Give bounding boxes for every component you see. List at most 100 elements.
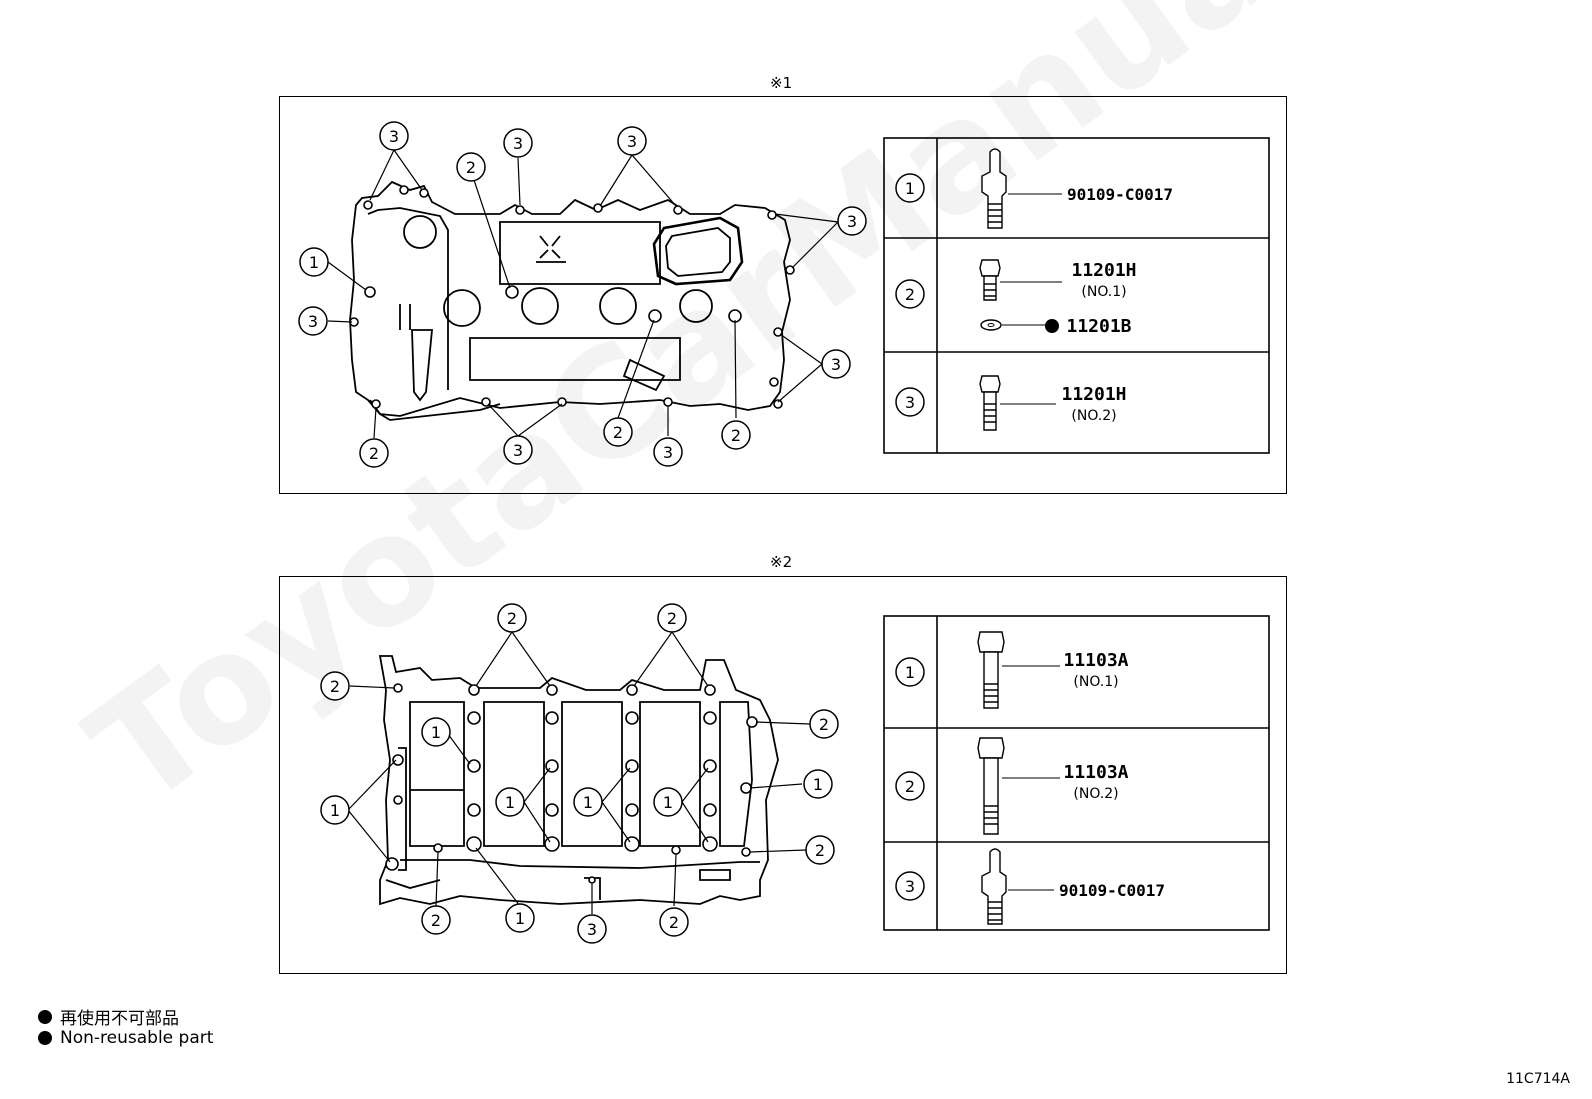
section2-leader-lines xyxy=(347,631,811,914)
section2-parts-table xyxy=(883,615,1270,931)
callout-label: 2 xyxy=(731,426,741,445)
callout: 3 xyxy=(577,914,607,944)
long-bolt-icon xyxy=(977,631,1005,709)
row-index: 2 xyxy=(905,777,915,796)
callout: 1 xyxy=(573,787,603,817)
callout-label: 1 xyxy=(431,723,441,742)
callout-label: 2 xyxy=(815,841,825,860)
part-number: 11103A xyxy=(1063,650,1128,671)
table-row-1: 1 11103A (NO.1) xyxy=(895,631,1129,709)
callout: 1 xyxy=(653,787,683,817)
part-number: 11201B xyxy=(1066,316,1131,337)
stud-bolt-icon xyxy=(981,848,1007,925)
callout: 2 xyxy=(421,905,451,935)
callout: 2 xyxy=(721,420,751,450)
callout: 3 xyxy=(821,349,851,379)
table-row-2: 2 11201H (NO.1) 11201B xyxy=(895,259,1137,337)
bolt-icon xyxy=(979,259,1001,301)
callout-label: 3 xyxy=(847,212,857,231)
callout-label: 3 xyxy=(308,312,318,331)
callout: 1 xyxy=(421,717,451,747)
callout-label: 3 xyxy=(663,443,673,462)
callout-label: 1 xyxy=(505,793,515,812)
part-number: 11103A xyxy=(1063,762,1128,783)
table-row-1: 1 90109-C0017 xyxy=(895,148,1173,229)
section1-callouts: 3 3 3 2 3 1 3 3 2 2 2 3 3 xyxy=(298,121,867,468)
callout-label: 3 xyxy=(513,441,523,460)
section1-table-content: 1 90109-C0017 2 11201H (NO.1) 11201B xyxy=(895,148,1173,431)
callout-label: 1 xyxy=(663,793,673,812)
callout-label: 3 xyxy=(627,132,637,151)
non-reusable-dot-icon xyxy=(38,1009,52,1024)
callout-label: 1 xyxy=(309,253,319,272)
callout: 2 xyxy=(497,603,527,633)
cylinder-head-cover-drawing xyxy=(349,180,791,421)
callout: 2 xyxy=(657,603,687,633)
callout: 2 xyxy=(603,417,633,447)
table-row-3: 3 90109-C0017 xyxy=(895,848,1165,925)
cylinder-block-drawing xyxy=(378,655,779,906)
callout-label: 2 xyxy=(669,913,679,932)
callout: 2 xyxy=(320,671,350,701)
callout-label: 2 xyxy=(330,677,340,696)
legend-text-jp: 再使用不可部品 xyxy=(60,1009,179,1029)
row-index: 1 xyxy=(905,179,915,198)
non-reusable-dot-icon xyxy=(38,1031,52,1045)
callout: 3 xyxy=(379,121,409,151)
part-number: 11201H xyxy=(1071,260,1136,281)
cover-bolt-holes xyxy=(349,185,795,409)
part-number: 90109-C0017 xyxy=(1067,185,1173,204)
callout: 2 xyxy=(805,835,835,865)
callout-label: 2 xyxy=(369,444,379,463)
callout: 1 xyxy=(803,769,833,799)
bolt-icon xyxy=(979,375,1001,431)
callout: 1 xyxy=(495,787,525,817)
row-index: 2 xyxy=(905,285,915,304)
long-bolt-icon xyxy=(977,737,1005,835)
callout: 1 xyxy=(299,247,329,277)
callout-label: 1 xyxy=(330,801,340,820)
callout: 2 xyxy=(359,438,389,468)
non-reusable-dot-icon xyxy=(1045,319,1059,333)
callout: 2 xyxy=(659,907,689,937)
section2-mark: ※2 xyxy=(770,553,793,571)
callout-label: 3 xyxy=(587,920,597,939)
part-sub: (NO.2) xyxy=(1073,786,1118,802)
callout: 3 xyxy=(298,306,328,336)
part-sub: (NO.1) xyxy=(1081,284,1126,300)
callout-label: 2 xyxy=(466,158,476,177)
callout-label: 3 xyxy=(513,134,523,153)
callout: 3 xyxy=(503,435,533,465)
legend-english: Non-reusable part xyxy=(38,1028,213,1048)
section1-parts-table xyxy=(883,137,1270,454)
legend-text-en: Non-reusable part xyxy=(60,1028,214,1048)
block-bolt-holes xyxy=(385,683,758,884)
washer-icon xyxy=(980,319,1002,331)
callout: 1 xyxy=(320,795,350,825)
section2-table-content: 1 11103A (NO.1) 2 11103A (NO.2) 3 xyxy=(895,631,1165,925)
callout-label: 2 xyxy=(431,911,441,930)
row-index: 3 xyxy=(905,393,915,412)
table-row-2: 2 11103A (NO.2) xyxy=(895,737,1129,835)
row-index: 3 xyxy=(905,877,915,896)
part-sub: (NO.2) xyxy=(1071,408,1116,424)
callout-label: 3 xyxy=(389,127,399,146)
callout: 3 xyxy=(503,128,533,158)
callout-label: 3 xyxy=(831,355,841,374)
part-number: 90109-C0017 xyxy=(1059,881,1165,900)
table-row-3: 3 11201H (NO.2) xyxy=(895,375,1127,431)
callout-label: 1 xyxy=(583,793,593,812)
callout: 2 xyxy=(456,152,486,182)
figure-code: 11C714A xyxy=(1506,1071,1570,1087)
callout: 3 xyxy=(617,126,647,156)
legend-japanese: 再使用不可部品 xyxy=(38,1004,179,1029)
section1-mark: ※1 xyxy=(770,74,793,92)
callout: 2 xyxy=(809,709,839,739)
callout-label: 1 xyxy=(813,775,823,794)
part-number: 11201H xyxy=(1061,384,1126,405)
callout-label: 1 xyxy=(515,909,525,928)
section1-frame xyxy=(279,96,1287,494)
section1-leader-lines xyxy=(327,149,839,439)
callout-label: 2 xyxy=(819,715,829,734)
